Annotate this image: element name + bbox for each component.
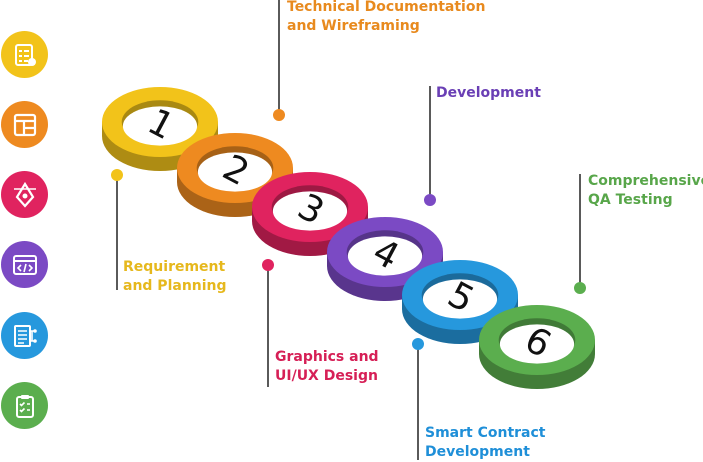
clipboard-check-icon bbox=[1, 382, 48, 429]
code-window-icon bbox=[1, 241, 48, 288]
step-4-label-line-1: Development bbox=[436, 85, 541, 101]
connector-1-dot bbox=[111, 169, 123, 181]
step-5-label-line-2: Development bbox=[425, 444, 530, 460]
connector-3-dot bbox=[262, 259, 274, 271]
step-5-label: Smart Contract Development bbox=[425, 424, 545, 462]
pen-tool-icon bbox=[1, 171, 48, 218]
step-2-label: Technical Documentation and Wireframing bbox=[287, 0, 485, 36]
ring-2-hole bbox=[197, 152, 273, 192]
step-2-label-line-1: Technical Documentation bbox=[287, 0, 486, 15]
step-3-label-line-2: UI/UX Design bbox=[275, 368, 378, 384]
checklist-icon bbox=[1, 31, 48, 78]
document-network-icon bbox=[1, 312, 48, 359]
step-1-label: Requirement and Planning bbox=[123, 258, 227, 296]
layout-icon bbox=[1, 101, 48, 148]
step-4-label: Development bbox=[436, 84, 541, 103]
connector-6-dot bbox=[574, 282, 586, 294]
connector-2-dot bbox=[273, 109, 285, 121]
ring-2: 2 bbox=[177, 133, 293, 217]
ring-4: 4 bbox=[327, 217, 443, 301]
ring-3-hole bbox=[272, 191, 348, 231]
connector-4-dot bbox=[424, 194, 436, 206]
ring-3: 3 bbox=[252, 172, 368, 256]
connector-lines bbox=[111, 0, 586, 460]
step-6-label: Comprehensive QA Testing bbox=[588, 172, 703, 210]
ring-6: 6 bbox=[479, 305, 595, 389]
ring-1: 1 bbox=[102, 87, 218, 171]
step-3-label: Graphics and UI/UX Design bbox=[275, 348, 379, 386]
ring-6-hole bbox=[499, 324, 575, 364]
step-3-label-line-1: Graphics and bbox=[275, 349, 379, 365]
connector-5-dot bbox=[412, 338, 424, 350]
step-2-label-line-2: and Wireframing bbox=[287, 18, 420, 34]
step-5-label-line-1: Smart Contract bbox=[425, 425, 546, 441]
step-6-label-line-1: Comprehensive bbox=[588, 173, 703, 189]
ring-1-hole bbox=[122, 106, 198, 146]
ring-4-hole bbox=[347, 236, 423, 276]
ring-5-hole bbox=[422, 279, 498, 319]
step-1-label-line-1: Requirement bbox=[123, 259, 226, 275]
step-1-label-line-2: and Planning bbox=[123, 278, 227, 294]
step-6-label-line-2: QA Testing bbox=[588, 192, 673, 208]
